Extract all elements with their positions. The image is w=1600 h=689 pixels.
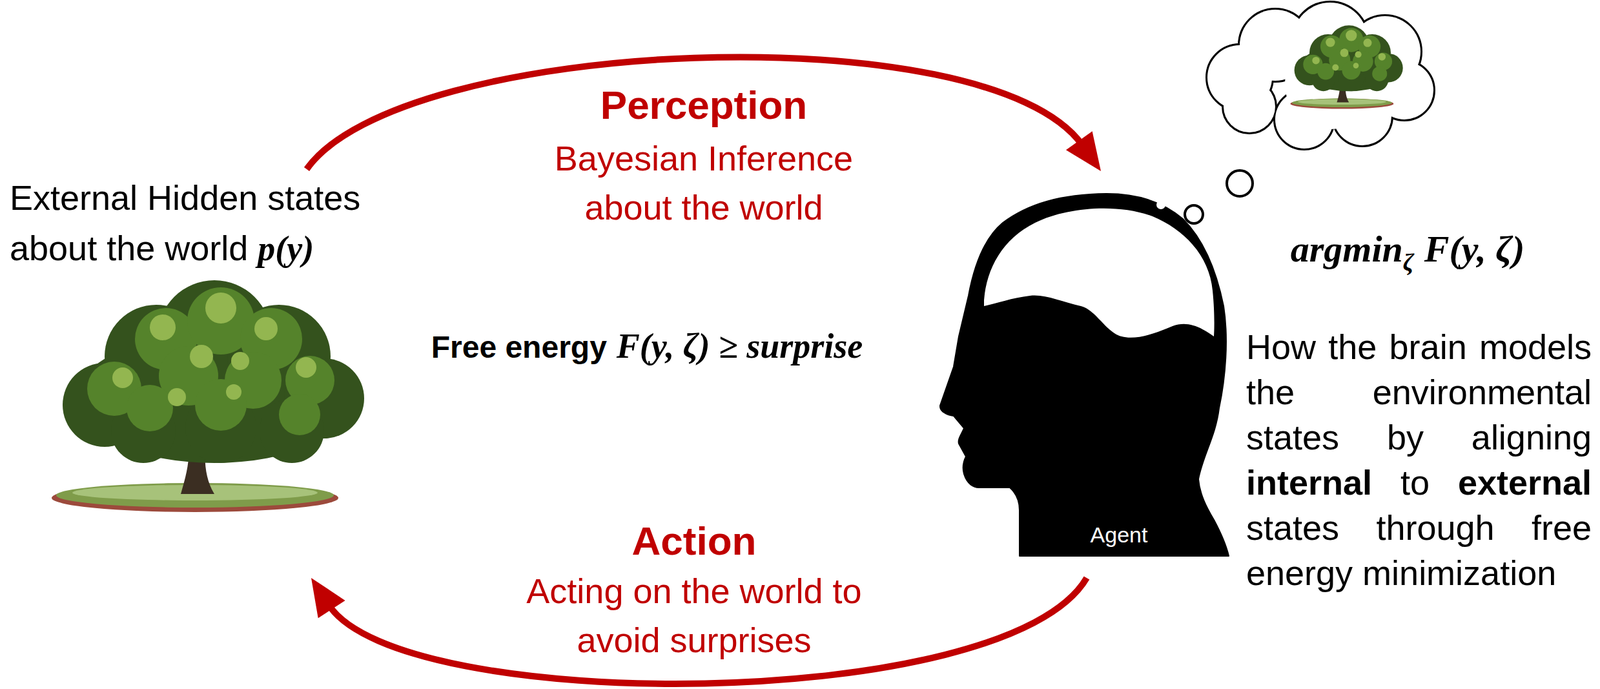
edge-label: Perception — [542, 82, 866, 128]
math-operator: argmin — [1290, 227, 1404, 270]
perception-caption: Bayesian Inference about the world — [542, 133, 866, 232]
brain-region — [984, 208, 1215, 338]
paragraph-text: How the brain models the environmental s… — [1246, 327, 1592, 457]
caption-text: Acting on the world to avoid surprises — [500, 566, 888, 665]
action-caption: Acting on the world to avoid surprises — [500, 566, 888, 665]
arrowhead — [1066, 131, 1101, 172]
tree-illustration — [51, 280, 365, 513]
agent-node: Agent — [938, 171, 1231, 578]
math-subscript: ζ — [1403, 248, 1415, 276]
thought-cloud-fill — [1207, 2, 1434, 149]
heading-block: External Hidden states about the world p… — [9, 172, 398, 274]
math-expression: F(y, ζ) — [1424, 227, 1525, 270]
thought-bubble — [1184, 205, 1203, 224]
thought-bubble — [1226, 170, 1253, 197]
cloud-lobe — [1223, 80, 1276, 133]
thought-cloud-outline — [1207, 2, 1434, 149]
math-symbol: p(y) — [257, 229, 314, 268]
thought-dot — [1156, 200, 1166, 210]
head-silhouette — [940, 193, 1229, 556]
equation-text: Free energy — [431, 329, 607, 365]
argmin-expression: argminζ F(y, ζ) — [1252, 222, 1563, 279]
thought-tree — [1290, 25, 1403, 109]
cloud-lobe — [1223, 80, 1276, 133]
emphasis-word: internal — [1246, 462, 1373, 502]
free-energy-equation: Free energy F(y, ζ) ≥ surprise — [431, 320, 864, 372]
agent-label: Agent — [1035, 521, 1203, 548]
edge-label: Action — [500, 518, 888, 564]
caption-text: Bayesian Inference about the world — [542, 133, 866, 232]
equation-math: F(y, ζ) ≥ surprise — [616, 326, 863, 366]
paragraph-text: states through free energy minimization — [1246, 508, 1592, 593]
world-node: External Hidden states about the world p… — [7, 169, 401, 578]
emphasis-word: external — [1457, 462, 1592, 502]
node-shape — [938, 171, 1231, 578]
paragraph-text: to — [1400, 462, 1430, 502]
description-paragraph: How the brain models the environmental s… — [1246, 324, 1592, 596]
arrowhead — [311, 577, 346, 618]
